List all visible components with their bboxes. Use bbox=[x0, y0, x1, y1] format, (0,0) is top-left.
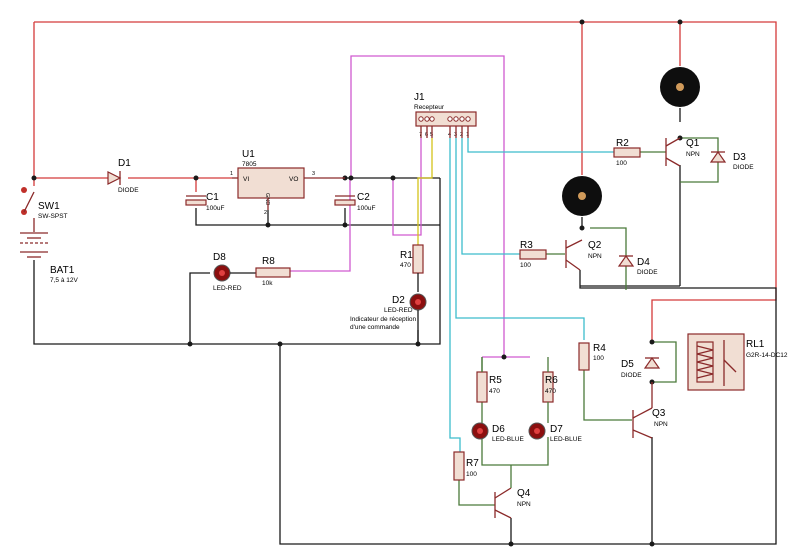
sw1-ref: SW1 bbox=[38, 201, 60, 212]
transistor-q4: Q4 NPN bbox=[494, 465, 531, 519]
u1-ref: U1 bbox=[242, 149, 255, 160]
power-rail bbox=[33, 21, 777, 342]
resistor-r7: R7 100 bbox=[453, 451, 479, 481]
sw1-value: SW-SPST bbox=[38, 213, 68, 220]
wires bbox=[33, 21, 777, 545]
q3-value: NPN bbox=[654, 421, 668, 428]
q2-ref: Q2 bbox=[588, 240, 602, 251]
relay-rl1: RL1 G2R-14-DC12 bbox=[687, 333, 788, 391]
q2-value: NPN bbox=[588, 253, 602, 260]
d6-value: LED-BLUE bbox=[492, 436, 524, 443]
r6-value: 470 bbox=[545, 388, 556, 395]
resistor-r4: R4 100 bbox=[578, 342, 606, 371]
d2-ref: D2 bbox=[392, 295, 405, 306]
diode-d5: D5 DIODE bbox=[621, 356, 661, 379]
r2-value: 100 bbox=[616, 160, 627, 167]
c2-value: 100uF bbox=[357, 205, 375, 212]
d2-value: LED-RED bbox=[384, 307, 413, 314]
d2-note-line1: Indicateur de réception bbox=[350, 316, 417, 323]
resistor-r5: R5 470 bbox=[476, 357, 502, 403]
capacitor-c2: C2 100uF bbox=[334, 192, 375, 212]
r3-value: 100 bbox=[520, 262, 531, 269]
d3-ref: D3 bbox=[733, 152, 746, 163]
q3-ref: Q3 bbox=[652, 408, 666, 419]
diode-d4: D4 DIODE bbox=[617, 254, 658, 276]
motor-m2 bbox=[562, 176, 602, 216]
d4-ref: D4 bbox=[637, 257, 650, 268]
resistor-r1: R1 470 bbox=[400, 244, 424, 292]
j1-pins bbox=[418, 116, 471, 122]
q4-ref: Q4 bbox=[517, 488, 531, 499]
diode-d3: D3 DIODE bbox=[709, 150, 754, 171]
d8-value: LED-RED bbox=[213, 285, 242, 292]
capacitor-c1: C1 100uF bbox=[185, 192, 224, 212]
r7-value: 100 bbox=[466, 471, 477, 478]
d5-value: DIODE bbox=[621, 372, 642, 379]
r1-value: 470 bbox=[400, 262, 411, 269]
q1-ref: Q1 bbox=[686, 138, 700, 149]
d6-ref: D6 bbox=[492, 424, 505, 435]
d8-ref: D8 bbox=[213, 252, 226, 263]
u1-vo-label: VO bbox=[289, 176, 298, 183]
switch-sw1: SW1 SW-SPST bbox=[21, 187, 68, 220]
r4-ref: R4 bbox=[593, 343, 606, 354]
d7-ref: D7 bbox=[550, 424, 563, 435]
r8-value: 10k bbox=[262, 280, 273, 287]
r3-ref: R3 bbox=[520, 240, 533, 251]
regulator-u1: U1 7805 VI VO GND 1 3 2 bbox=[230, 149, 345, 216]
d1-value: DIODE bbox=[118, 187, 139, 194]
j1-value: Recepteur bbox=[414, 104, 445, 111]
r4-value: 100 bbox=[593, 355, 604, 362]
c1-ref: C1 bbox=[206, 192, 219, 203]
bat1-value: 7,5 à 12V bbox=[50, 277, 78, 284]
rl1-value: G2R-14-DC12 bbox=[746, 352, 788, 359]
u1-pin3: 3 bbox=[312, 171, 315, 177]
c1-value: 100uF bbox=[206, 205, 224, 212]
transistor-q2: Q2 NPN bbox=[565, 239, 602, 271]
r1-ref: R1 bbox=[400, 250, 413, 261]
motor-m1 bbox=[660, 67, 700, 107]
resistor-r3: R3 100 bbox=[519, 240, 547, 269]
diode-d1: D1 DIODE bbox=[107, 158, 139, 194]
u1-value: 7805 bbox=[242, 161, 257, 168]
led-d8: D8 LED-RED bbox=[213, 252, 256, 292]
led-d7: D7 LED-BLUE bbox=[528, 422, 582, 443]
d3-value: DIODE bbox=[733, 164, 754, 171]
d7-value: LED-BLUE bbox=[550, 436, 582, 443]
d2-note-line2: d'une commande bbox=[350, 324, 400, 331]
u1-gnd-label: GND bbox=[264, 193, 270, 205]
transistor-q3: Q3 NPN bbox=[632, 382, 668, 439]
r8-ref: R8 bbox=[262, 256, 275, 267]
bat1-ref: BAT1 bbox=[50, 265, 75, 276]
resistor-r6: R6 470 bbox=[542, 357, 558, 423]
battery-bat1: BAT1 7,5 à 12V bbox=[20, 218, 78, 284]
c2-ref: C2 bbox=[357, 192, 370, 203]
d1-ref: D1 bbox=[118, 158, 131, 169]
transistor-q1: Q1 NPN bbox=[665, 137, 700, 167]
connector-j1: J1 Recepteur 7 6 5 4 3 2 1 bbox=[414, 92, 477, 138]
q4-value: NPN bbox=[517, 501, 531, 508]
r7-ref: R7 bbox=[466, 458, 479, 469]
resistor-r8: R8 10k bbox=[255, 256, 291, 287]
ground-wires bbox=[33, 108, 777, 545]
r2-ref: R2 bbox=[616, 138, 629, 149]
cyan-signal-wire bbox=[449, 138, 614, 452]
junction-dots bbox=[31, 19, 683, 547]
d5-ref: D5 bbox=[621, 359, 634, 370]
yellow-signal-wire bbox=[417, 138, 433, 245]
r5-ref: R5 bbox=[489, 375, 502, 386]
u1-pin2: 2 bbox=[264, 210, 267, 216]
d4-value: DIODE bbox=[637, 269, 658, 276]
led-d6: D6 LED-BLUE bbox=[471, 422, 524, 443]
rl1-ref: RL1 bbox=[746, 339, 765, 350]
j1-ref: J1 bbox=[414, 92, 425, 103]
r5-value: 470 bbox=[489, 388, 500, 395]
u1-pin1: 1 bbox=[230, 171, 233, 177]
r6-ref: R6 bbox=[545, 375, 558, 386]
u1-vi-label: VI bbox=[243, 176, 249, 183]
q1-value: NPN bbox=[686, 151, 700, 158]
led-d2: D2 LED-RED Indicateur de réception d'une… bbox=[350, 293, 427, 344]
resistor-r2: R2 100 bbox=[613, 138, 641, 167]
